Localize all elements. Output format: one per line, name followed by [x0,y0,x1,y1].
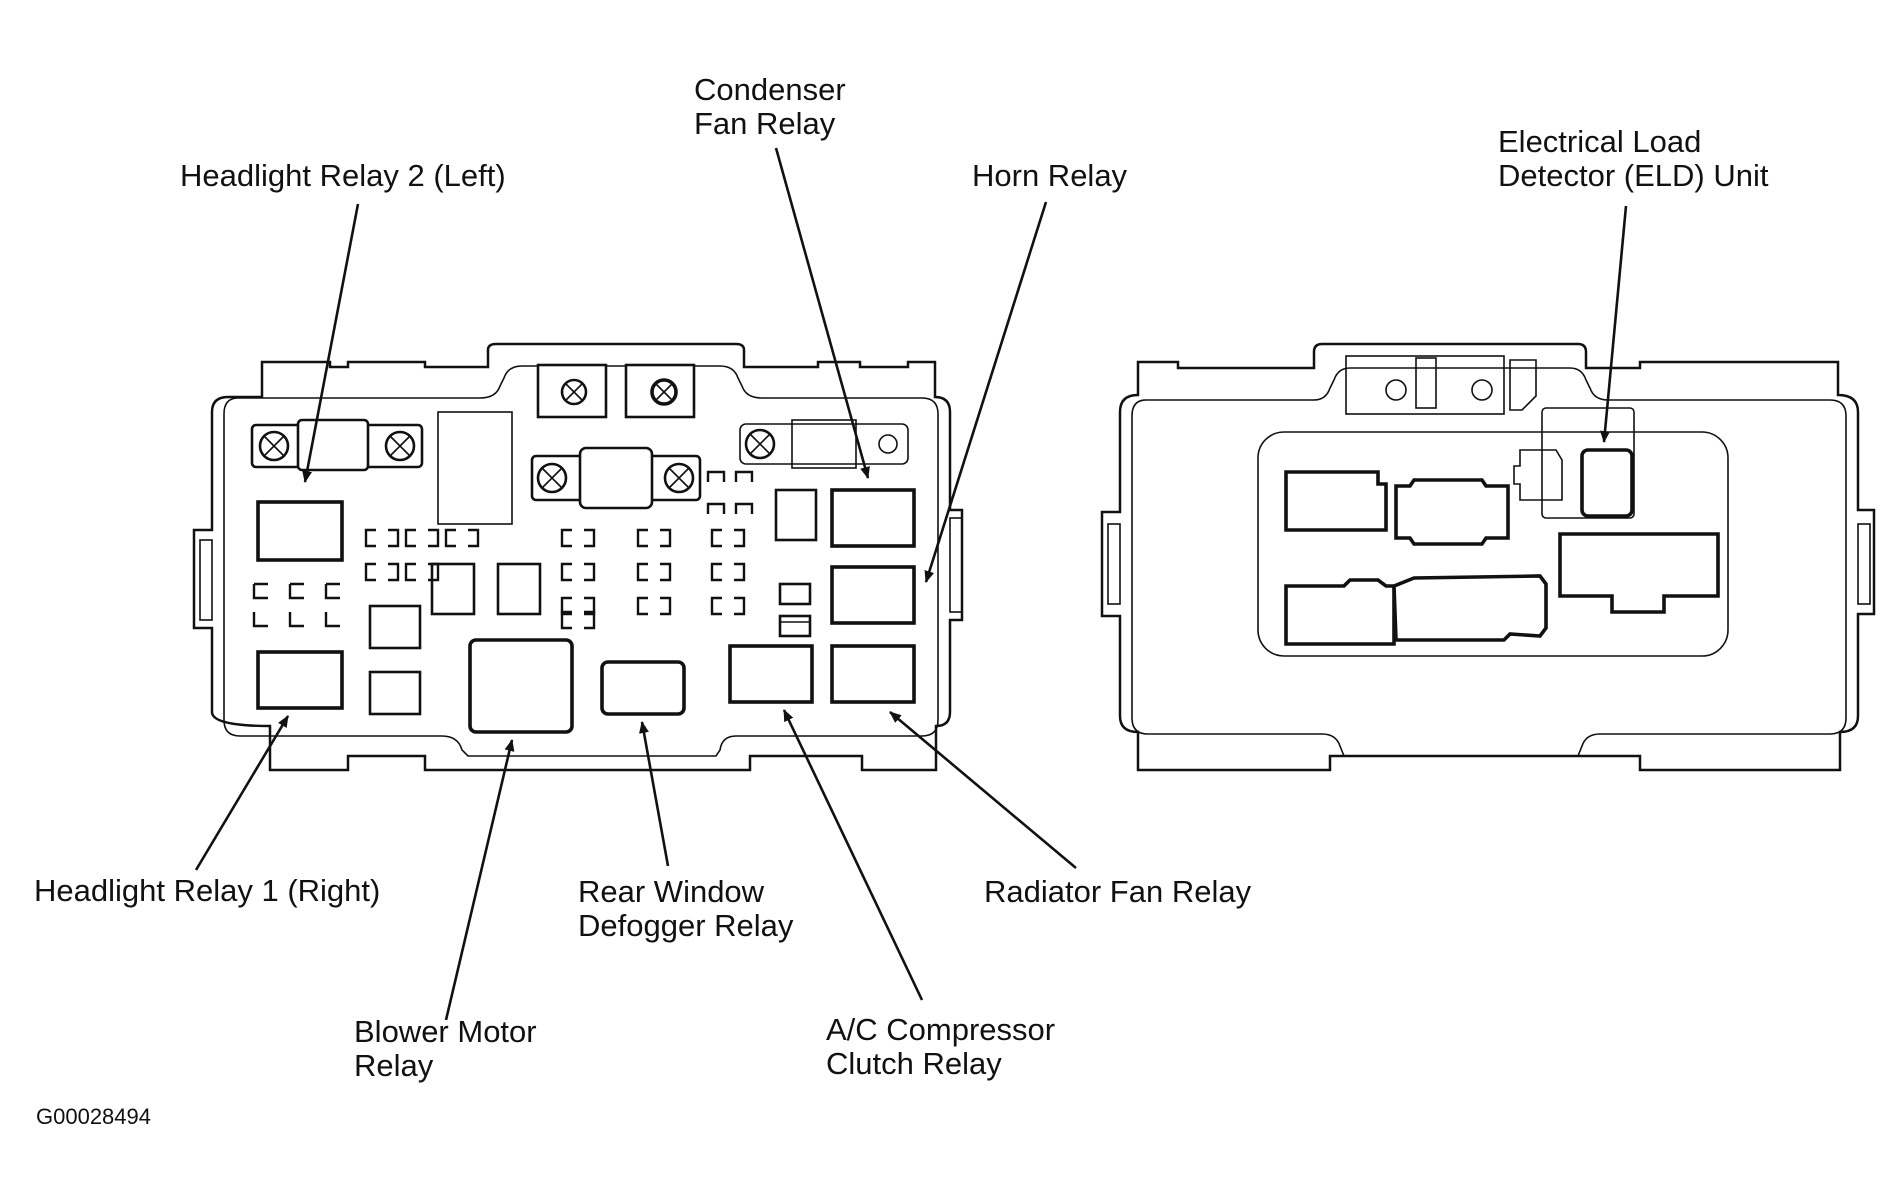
mini-fuse-slot [706,502,726,514]
leader-rear-window-defogger-relay [639,721,670,867]
mini-fuse-slots [252,582,340,628]
connector-4 [1392,574,1548,642]
right-side-tab [949,517,963,613]
diode-icon [778,582,812,606]
small-relay-box [368,604,422,650]
eld-bracket [1541,407,1635,519]
terminal-bracket [739,423,909,465]
right-box-outline [1100,342,1876,772]
left-side-tab [199,539,213,621]
small-relay-box [368,670,422,716]
side-tab [1107,523,1121,605]
left-box-inner [223,365,939,757]
mini-fuse-slot [364,528,400,548]
eld-unit [1580,448,1634,518]
leader-blower-motor-relay [444,739,515,1021]
connector-1 [1284,470,1388,532]
mini-fuse-slot [364,562,400,582]
leader-lines [194,147,1628,1021]
label-rear-window-defogger-relay: Rear Window Defogger Relay [578,874,794,943]
label-horn-relay: Horn Relay [972,158,1128,193]
mini-fuse-slot [404,562,440,582]
headlight-relay-1 [256,650,344,710]
eld-panel [1257,431,1729,657]
label-blower-motor-relay: Blower Motor Relay [354,1014,545,1083]
bolt-hole-icon [1385,379,1407,401]
mini-fuse-slot [636,528,672,548]
labels: Headlight Relay 2 (Left) Condenser Fan R… [34,72,1769,1129]
mini-fuse-slot [560,528,596,548]
horn-relay [830,565,916,625]
small-relay-box [774,488,818,542]
mini-fuse-slot [404,528,440,548]
top-fixture [1345,355,1505,415]
mini-fuse-slot [560,610,596,630]
label-headlight-relay-1: Headlight Relay 1 (Right) [34,873,380,908]
blower-motor-relay [468,638,574,734]
leader-headlight-relay-1 [194,715,290,871]
mini-fuse-slot [444,528,480,548]
leader-headlight-relay-2 [302,203,360,483]
left-fuse-box [192,342,964,772]
terminal-block-right [624,363,696,419]
leader-radiator-fan-relay [889,711,1077,869]
bolt-hole-icon [1471,379,1493,401]
radiator-fan-relay [830,644,916,704]
leader-eld-unit [1600,205,1628,443]
leader-horn-relay [924,201,1048,583]
label-headlight-relay-2: Headlight Relay 2 (Left) [180,158,506,193]
label-condenser-fan-relay: Condenser Fan Relay [694,72,854,141]
mini-fuse-slot [710,596,746,616]
side-tab [1857,523,1871,605]
right-box-inner [1131,367,1847,757]
headlight-relay-2 [256,500,344,562]
ac-compressor-clutch-relay [728,644,814,704]
mini-fuse-slot [710,528,746,548]
connector-3 [1284,578,1396,646]
connector-5 [1558,532,1720,614]
label-eld-unit: Electrical Load Detector (ELD) Unit [1498,124,1769,193]
mini-fuse-slot [560,596,596,616]
mini-fuse-slot [636,596,672,616]
label-radiator-fan-relay: Radiator Fan Relay [984,874,1252,909]
mini-fuse-slot [706,470,726,482]
figure-code: G00028494 [36,1104,151,1129]
right-fuse-box [1100,342,1876,772]
connector-2 [1394,478,1510,546]
mini-fuse-slot [636,562,672,582]
mini-fuse-slot [710,562,746,582]
mini-fuse-slot [734,502,754,514]
mini-fuse-slot [560,562,596,582]
diode-icon [778,614,812,638]
label-ac-compressor-clutch-relay: A/C Compressor Clutch Relay [826,1012,1064,1081]
leader-condenser-fan-relay [774,147,870,479]
leader-ac-compressor-clutch-relay [782,709,924,1001]
small-relay-box [496,562,542,616]
large-fuse-slot [437,411,513,525]
mini-fuse-slots [364,470,754,630]
mini-fuse-slot [734,470,754,482]
rear-window-defogger-relay [600,660,686,716]
condenser-fan-relay [830,488,916,548]
